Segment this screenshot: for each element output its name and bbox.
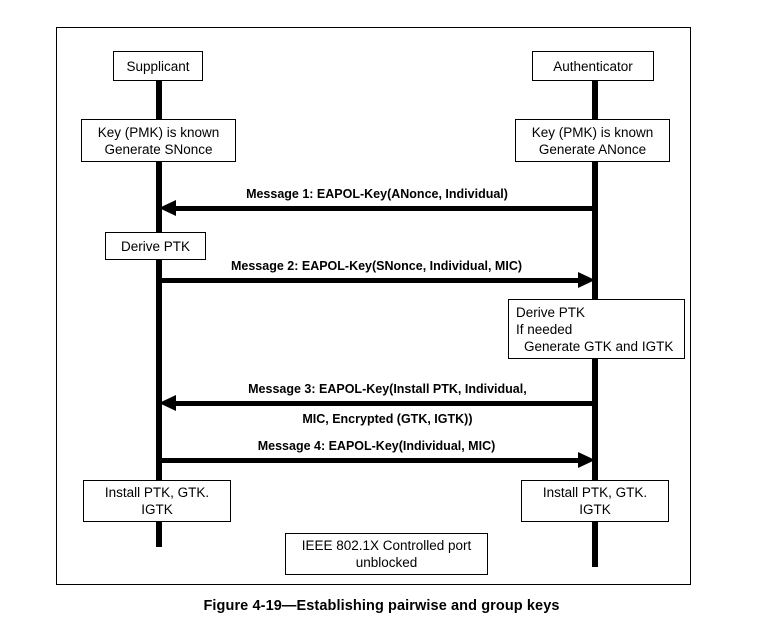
controlled-port-line2: unblocked	[355, 555, 418, 570]
authenticator-install-line1: Install PTK, GTK.	[542, 485, 648, 500]
authenticator-derive-ptk-line3: Generate GTK and IGTK	[524, 338, 674, 354]
message-4-shaft	[158, 458, 579, 463]
authenticator-install-line2: IGTK	[579, 502, 611, 517]
message-2-shaft	[158, 278, 579, 283]
state-box-supplicant-install: Install PTK, GTK. IGTK	[83, 480, 231, 522]
controlled-port-line1: IEEE 802.1X Controlled port	[301, 538, 472, 553]
message-2-label: Message 2: EAPOL-Key(SNonce, Individual,…	[230, 259, 523, 273]
authenticator-derive-ptk-line1: Derive PTK	[516, 304, 586, 320]
supplicant-init-line1: Key (PMK) is known	[97, 124, 220, 140]
authenticator-init-line1: Key (PMK) is known	[531, 124, 654, 140]
message-3-label-line1: Message 3: EAPOL-Key(Install PTK, Indivi…	[248, 382, 527, 396]
actor-box-authenticator: Authenticator	[532, 51, 654, 81]
message-3-label: Message 3: EAPOL-Key(Install PTK, Indivi…	[159, 367, 595, 442]
figure-frame: Supplicant Authenticator Key (PMK) is kn…	[56, 27, 691, 585]
actor-label-authenticator: Authenticator	[553, 58, 633, 74]
state-box-authenticator-init: Key (PMK) is known Generate ANonce	[515, 119, 670, 162]
actor-box-supplicant: Supplicant	[113, 51, 203, 81]
message-4-label: Message 4: EAPOL-Key(Individual, MIC)	[257, 439, 496, 453]
message-4-arrowhead	[578, 452, 595, 468]
supplicant-install-line2: IGTK	[141, 502, 173, 517]
supplicant-install-line1: Install PTK, GTK.	[104, 485, 210, 500]
message-1-shaft	[175, 206, 595, 211]
supplicant-derive-ptk-line1: Derive PTK	[120, 238, 191, 254]
actor-label-supplicant: Supplicant	[126, 58, 190, 74]
message-1-arrowhead	[159, 200, 176, 216]
state-box-authenticator-derive-ptk: Derive PTK If needed Generate GTK and IG…	[508, 299, 685, 359]
authenticator-init-line2: Generate ANonce	[538, 141, 647, 157]
state-box-controlled-port: IEEE 802.1X Controlled port unblocked	[285, 533, 488, 575]
message-3-shaft	[175, 401, 595, 406]
figure-caption: Figure 4-19—Establishing pairwise and gr…	[203, 598, 560, 614]
state-box-supplicant-derive-ptk: Derive PTK	[105, 232, 206, 260]
message-1-label: Message 1: EAPOL-Key(ANonce, Individual)	[246, 187, 508, 201]
state-box-supplicant-init: Key (PMK) is known Generate SNonce	[81, 119, 236, 162]
state-box-authenticator-install: Install PTK, GTK. IGTK	[521, 480, 669, 522]
message-3-arrowhead	[159, 395, 176, 411]
authenticator-derive-ptk-line2: If needed	[516, 321, 573, 337]
supplicant-lifeline	[156, 80, 162, 547]
supplicant-init-line2: Generate SNonce	[104, 141, 213, 157]
message-3-label-line2: MIC, Encrypted (GTK, IGTK))	[302, 412, 473, 426]
message-2-arrowhead	[578, 272, 595, 288]
